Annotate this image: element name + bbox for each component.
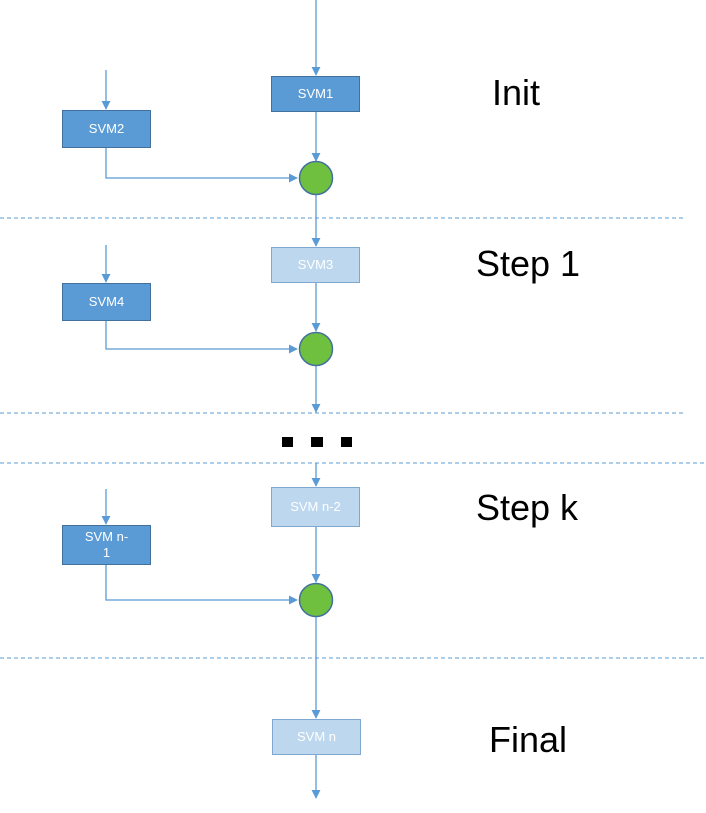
arrow-svm4-to-combiner [105,320,298,354]
stage-label-init: Init [492,72,541,113]
svm-box-svm-n-1: SVM n- 1 [62,525,151,565]
stage-label-step-1: Step 1 [476,243,581,284]
svm-box-svm1: SVM1 [271,76,360,112]
combiner-node [298,582,334,618]
combiner-node [298,160,334,196]
combiner-node [298,331,334,367]
svm-box-svm-n-2: SVM n-2 [271,487,360,527]
ellipsis-dot [340,437,352,447]
ellipsis-marker [282,432,352,452]
svm-box-svm3: SVM3 [271,247,360,283]
stage-label-step-k: Step k [476,487,579,528]
svm-box-svm4: SVM4 [62,283,151,321]
stage-label-final: Final [489,719,568,760]
ellipsis-dot [282,437,294,447]
arrow-svm2-to-combiner [105,147,298,183]
svm-box-svm2: SVM2 [62,110,151,148]
svm-box-svm-n: SVM n [272,719,361,755]
arrow-svm-n-1-to-combiner [105,564,298,605]
ellipsis-dot [311,437,323,447]
